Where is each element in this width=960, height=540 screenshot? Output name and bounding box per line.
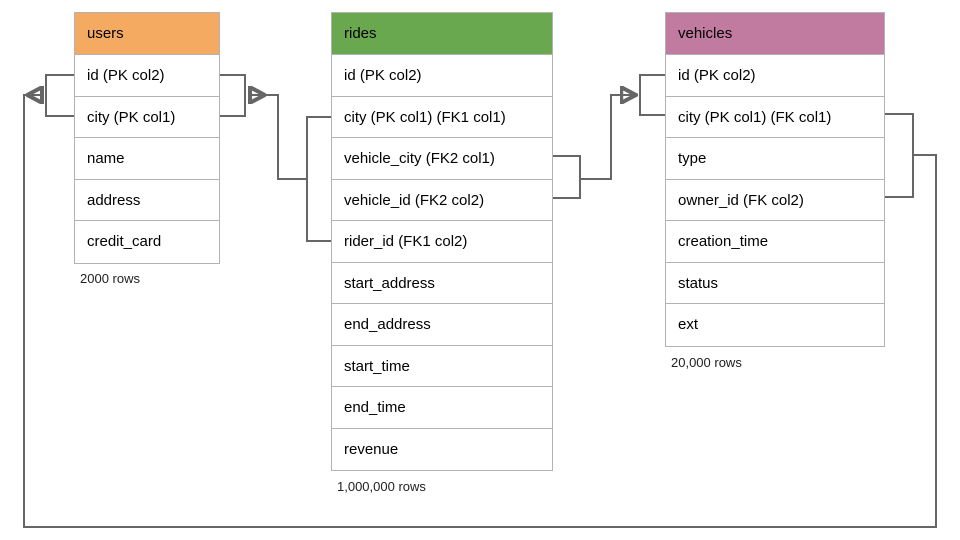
users-left-bracket [45,74,74,117]
entity-users-row-count: 2000 rows [80,271,140,286]
rides-to-vehicles-connector [580,95,636,180]
entity-rides-row-count: 1,000,000 rows [337,479,426,494]
users-right-bracket [220,74,246,117]
entity-users-field-id[interactable]: id (PK col2) [75,55,219,97]
entity-users-title: users [75,13,219,55]
entity-vehicles-field-id[interactable]: id (PK col2) [666,55,884,97]
entity-vehicles-field-type[interactable]: type [666,138,884,180]
entity-vehicles[interactable]: vehicles id (PK col2) city (PK col1) (FK… [665,12,885,347]
entity-users-field-city[interactable]: city (PK col1) [75,96,219,138]
entity-vehicles-row-count: 20,000 rows [671,355,742,370]
entity-vehicles-field-city[interactable]: city (PK col1) (FK col1) [666,96,884,138]
vehicles-right-bracket [885,113,914,198]
entity-rides-field-start-time[interactable]: start_time [332,345,552,387]
rides-left-bracket [306,116,331,242]
entity-rides-field-start-address[interactable]: start_address [332,262,552,304]
entity-vehicles-field-ext[interactable]: ext [666,304,884,346]
entity-rides-field-rider-id[interactable]: rider_id (FK1 col2) [332,221,552,263]
entity-rides-field-end-address[interactable]: end_address [332,304,552,346]
entity-rides-field-vehicle-id[interactable]: vehicle_id (FK2 col2) [332,179,552,221]
rides-to-users-connector [250,95,307,180]
entity-rides-field-id[interactable]: id (PK col2) [332,55,552,97]
entity-vehicles-title: vehicles [666,13,884,55]
entity-users-field-credit-card[interactable]: credit_card [75,221,219,263]
entity-rides-field-vehicle-city[interactable]: vehicle_city (FK2 col1) [332,138,552,180]
entity-vehicles-field-status[interactable]: status [666,262,884,304]
entity-rides-title: rides [332,13,552,55]
entity-rides-field-end-time[interactable]: end_time [332,387,552,429]
entity-rides[interactable]: rides id (PK col2) city (PK col1) (FK1 c… [331,12,553,471]
entity-users-field-name[interactable]: name [75,138,219,180]
rides-right-bracket [553,155,581,199]
entity-users-field-address[interactable]: address [75,179,219,221]
entity-vehicles-field-creation-time[interactable]: creation_time [666,221,884,263]
entity-rides-field-city[interactable]: city (PK col1) (FK1 col1) [332,96,552,138]
entity-users[interactable]: users id (PK col2) city (PK col1) name a… [74,12,220,264]
entity-vehicles-field-owner-id[interactable]: owner_id (FK col2) [666,179,884,221]
entity-rides-field-revenue[interactable]: revenue [332,428,552,470]
vehicles-left-bracket [639,74,665,116]
